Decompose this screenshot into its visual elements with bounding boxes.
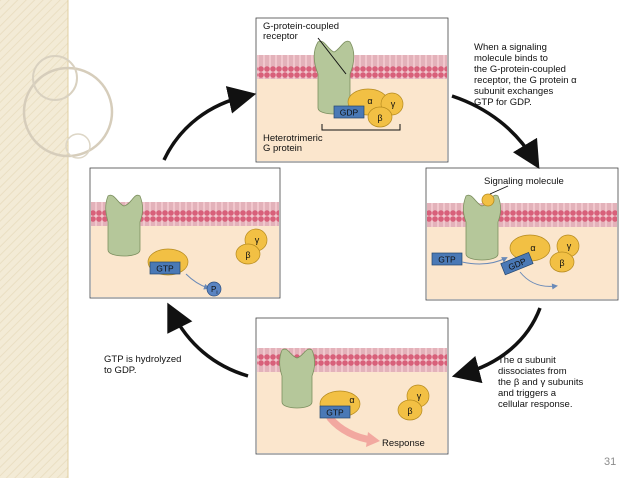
gtp-box (319, 405, 351, 419)
arrow-right-to-bottom (451, 307, 542, 384)
gtp-label: GTP (326, 408, 344, 418)
beta-label: β (245, 250, 250, 260)
panel-signal-binding: GDP GTP α γ β Signaling molecule (425, 167, 619, 301)
gtp-box (431, 252, 463, 266)
alpha-label: α (349, 395, 354, 405)
arrow-left-to-top (162, 86, 257, 161)
panel-alpha-dissociation: GTP α γ β Response (255, 317, 449, 455)
caption-binding-step: When a signaling molecule binds to the G… (474, 42, 577, 108)
cycle-arrows (162, 86, 542, 384)
signaling-molecule (481, 193, 495, 207)
gamma-label: γ (255, 235, 260, 245)
caption-dissociation-step: The α subunit dissociates from the β and… (498, 355, 584, 410)
receptor-shape (313, 40, 355, 115)
panel-gtp-hydrolysis: GTP γ β Pi (89, 167, 281, 299)
receptor-shape (462, 194, 502, 261)
beta-subunit (397, 399, 423, 421)
receptor-shape (105, 194, 144, 257)
receptor-label: G-protein-coupled receptor (263, 21, 340, 42)
beta-label: β (377, 113, 382, 123)
beta-subunit (235, 243, 261, 265)
alpha-label: α (367, 96, 372, 106)
response-label: Response (382, 438, 425, 449)
alpha-label: α (530, 243, 535, 253)
beta-label: β (407, 406, 412, 416)
beta-subunit (367, 106, 393, 128)
signaling-molecule-label: Signaling molecule (484, 176, 564, 187)
arrow-top-to-right (451, 94, 540, 170)
panel-receptor-inactive: GDP α γ β (255, 17, 449, 163)
beta-subunit (549, 251, 575, 273)
gamma-label: γ (567, 241, 572, 251)
gtp-box (149, 261, 181, 275)
gtp-label: GTP (156, 264, 174, 274)
gamma-label: γ (391, 99, 396, 109)
phosphate-circle (206, 281, 222, 297)
gamma-label: γ (417, 391, 422, 401)
beta-label: β (559, 258, 564, 268)
slide-page-number: 31 (604, 456, 617, 468)
caption-hydrolysis-step: GTP is hydrolyzed to GDP. (104, 354, 182, 376)
gdp-box (500, 251, 534, 276)
gtp-label: GTP (438, 255, 456, 265)
phosphate-label: Pi (211, 285, 218, 296)
heterotrimeric-label: Heterotrimeric G protein (263, 133, 323, 154)
decorative-left-strip (0, 0, 114, 478)
gdp-label: GDP (340, 108, 359, 118)
gdp-box (333, 105, 365, 119)
arrow-bottom-to-left (167, 302, 249, 378)
receptor-shape (279, 348, 316, 409)
